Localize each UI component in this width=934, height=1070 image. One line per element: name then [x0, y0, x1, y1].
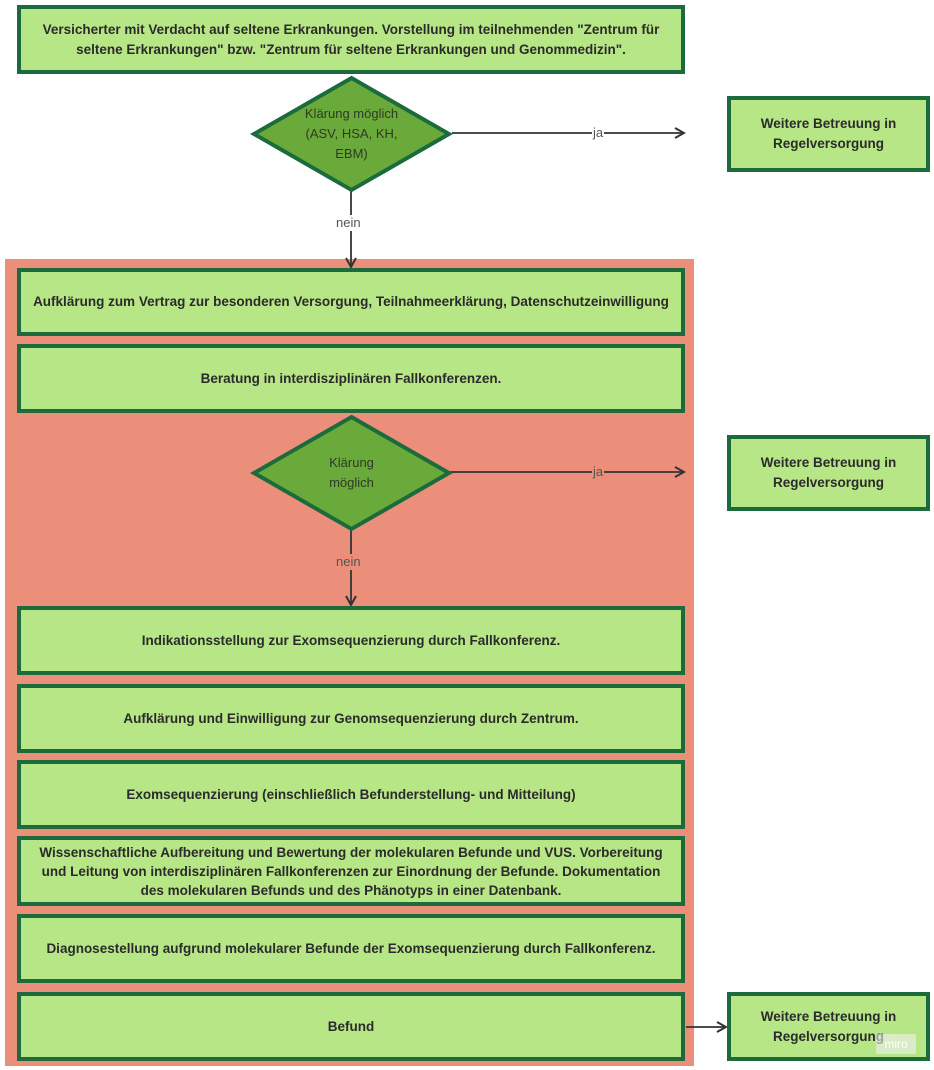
miro-watermark: miro	[876, 1034, 916, 1054]
start-box: Versicherter mit Verdacht auf seltene Er…	[17, 5, 685, 74]
diagnose-text: Diagnosestellung aufgrund molekularer Be…	[46, 940, 656, 956]
decision-1-shape	[250, 75, 453, 193]
edge-label-yes-2: ja	[592, 464, 605, 480]
edge-label-no-1: nein	[336, 215, 361, 231]
decision-2: Klärung möglich	[250, 414, 453, 532]
indikation-box: Indikationsstellung zur Exomsequenzierun…	[17, 606, 685, 675]
indikation-text: Indikationsstellung zur Exomsequenzierun…	[141, 632, 561, 648]
regelversorgung-text-1: Weitere Betreuung in Regelversorgung	[760, 116, 897, 151]
regelversorgung-box-1: Weitere Betreuung in Regelversorgung	[727, 96, 930, 172]
einwilligung-text: Aufklärung und Einwilligung zur Genomseq…	[123, 710, 579, 726]
decision-1: Klärung möglich (ASV, HSA, KH, EBM)	[250, 75, 453, 193]
exomsequenzierung-box: Exomsequenzierung (einschließlich Befund…	[17, 760, 685, 829]
edge-label-yes-1: ja	[592, 125, 605, 141]
aufklaerung-text: Aufklärung zum Vertrag zur besonderen Ve…	[33, 294, 669, 309]
wissenschaft-text: Wissenschaftliche Aufbereitung und Bewer…	[39, 844, 663, 898]
aufklaerung-box: Aufklärung zum Vertrag zur besonderen Ve…	[17, 268, 685, 336]
befund-box: Befund	[17, 992, 685, 1061]
decision-1-text: Klärung möglich (ASV, HSA, KH, EBM)	[304, 106, 399, 161]
regelversorgung-text-2: Weitere Betreuung in Regelversorgung	[760, 455, 897, 490]
beratung-box: Beratung in interdisziplinären Fallkonfe…	[17, 344, 685, 413]
decision-2-shape	[250, 414, 453, 532]
einwilligung-box: Aufklärung und Einwilligung zur Genomseq…	[17, 684, 685, 753]
befund-text: Befund	[327, 1018, 375, 1034]
decision-2-text: Klärung möglich	[329, 455, 374, 490]
diagnose-box: Diagnosestellung aufgrund molekularer Be…	[17, 914, 685, 983]
edge-label-no-2: nein	[336, 554, 361, 570]
start-text: Versicherter mit Verdacht auf seltene Er…	[42, 21, 660, 57]
exomsequenzierung-text: Exomsequenzierung (einschließlich Befund…	[126, 786, 576, 802]
beratung-text: Beratung in interdisziplinären Fallkonfe…	[200, 370, 502, 386]
regelversorgung-text-3: Weitere Betreuung in Regelversorgung	[760, 1008, 897, 1044]
regelversorgung-box-2: Weitere Betreuung in Regelversorgung	[727, 435, 930, 511]
wissenschaft-box: Wissenschaftliche Aufbereitung und Bewer…	[17, 836, 685, 906]
